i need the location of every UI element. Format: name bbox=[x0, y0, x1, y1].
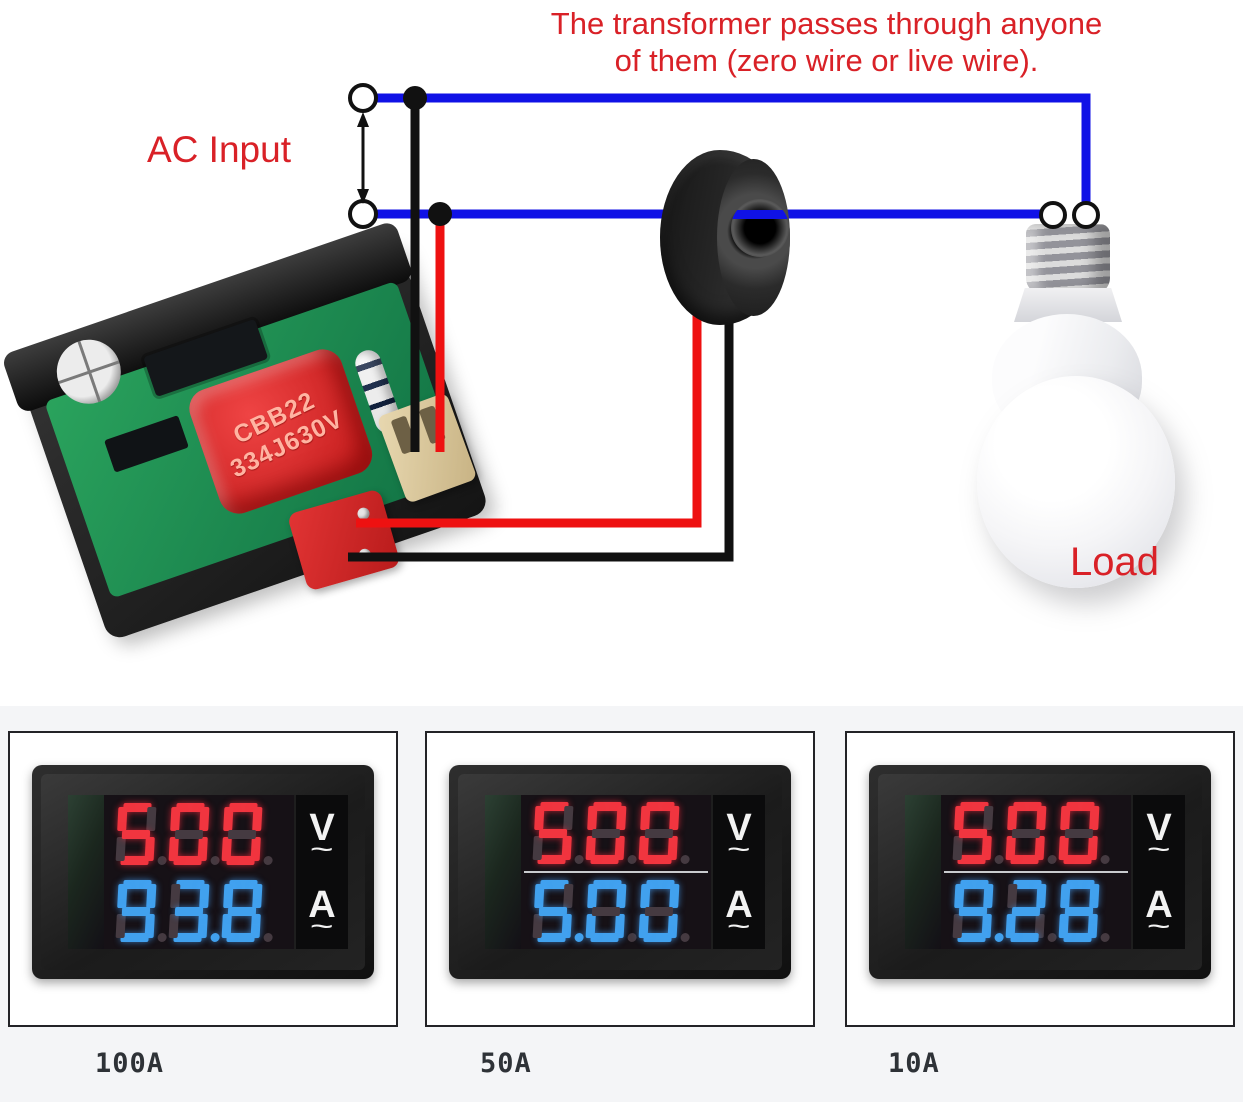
meter-display: V ~ A ~ bbox=[485, 795, 765, 949]
seven-segment-digit bbox=[1058, 880, 1110, 942]
diagram-title-line1: The transformer passes through anyone bbox=[550, 6, 1103, 41]
bulb-globe bbox=[977, 376, 1175, 588]
seven-segment-digit bbox=[1058, 802, 1110, 864]
seven-segment-digit bbox=[638, 880, 690, 942]
volt-unit: V ~ bbox=[713, 795, 765, 872]
meter-display: V ~ A ~ bbox=[905, 795, 1185, 949]
meter-caption-100a: 100A bbox=[95, 1048, 165, 1079]
display-digits-area bbox=[521, 795, 711, 949]
seven-segment-digit bbox=[168, 879, 220, 942]
meter-card-50a: V ~ A ~ bbox=[425, 731, 815, 1027]
junction-dot-bottom bbox=[428, 202, 452, 226]
diagram-title-line2: of them (zero wire or live wire). bbox=[614, 43, 1039, 78]
current-transformer-hole bbox=[731, 199, 789, 257]
ac-tilde-icon: ~ bbox=[727, 909, 751, 943]
ac-tilde-icon: ~ bbox=[1147, 832, 1171, 866]
seven-segment-digit bbox=[1005, 880, 1057, 942]
display-units: V ~ A ~ bbox=[1131, 795, 1185, 949]
current-reading bbox=[941, 873, 1131, 949]
load-label: Load bbox=[1070, 540, 1159, 584]
volt-unit: V ~ bbox=[296, 795, 348, 872]
seven-segment-digit bbox=[532, 802, 584, 864]
meter-bezel: V ~ A ~ bbox=[869, 765, 1211, 979]
seven-segment-digit bbox=[221, 879, 273, 942]
bulb-terminal-right bbox=[1072, 201, 1100, 229]
ct-secondary-red-wire bbox=[356, 298, 702, 528]
amp-unit-label: A bbox=[725, 883, 753, 926]
display-digits-area bbox=[104, 795, 294, 949]
ct-secondary-black-wire bbox=[348, 298, 734, 562]
wire-through-hole bbox=[731, 210, 789, 219]
display-units: V ~ A ~ bbox=[711, 795, 765, 949]
wiring-layer bbox=[348, 86, 1091, 562]
current-reading bbox=[104, 872, 294, 949]
seven-segment-digit bbox=[585, 802, 637, 864]
display-glare bbox=[905, 795, 941, 949]
meter-bezel: V ~ A ~ bbox=[32, 765, 374, 979]
ac-input-arrow bbox=[357, 112, 369, 204]
voltage-reading bbox=[941, 795, 1131, 871]
voltage-reading bbox=[104, 795, 294, 872]
diagram-title: The transformer passes through anyone of… bbox=[410, 5, 1243, 79]
ac-tilde-icon: ~ bbox=[310, 909, 334, 943]
current-transformer bbox=[660, 150, 790, 325]
display-glare bbox=[485, 795, 521, 949]
amp-unit-label: A bbox=[1145, 883, 1173, 926]
display-divider bbox=[944, 871, 1128, 873]
display-units: V ~ A ~ bbox=[294, 795, 348, 949]
blue-wire-live bbox=[375, 93, 1091, 206]
bulb-terminal-left bbox=[1039, 201, 1067, 229]
meter-caption-10a: 10A bbox=[888, 1048, 940, 1079]
display-glare bbox=[68, 795, 104, 949]
volt-unit: V ~ bbox=[1133, 795, 1185, 872]
seven-segment-digit bbox=[952, 802, 1004, 864]
volt-unit-label: V bbox=[309, 806, 335, 849]
ac-input-label: AC Input bbox=[147, 129, 291, 170]
display-digits-area bbox=[941, 795, 1131, 949]
meter-display: V ~ A ~ bbox=[68, 795, 348, 949]
ac-tilde-icon: ~ bbox=[1147, 909, 1171, 943]
display-divider bbox=[524, 871, 708, 873]
meter-card-100a: V ~ A ~ bbox=[8, 731, 398, 1027]
bulb-screw-base bbox=[1026, 224, 1110, 294]
voltage-reading bbox=[521, 795, 711, 871]
junction-dot-top bbox=[403, 86, 427, 110]
meter-card-10a: V ~ A ~ bbox=[845, 731, 1235, 1027]
ac-tilde-icon: ~ bbox=[310, 832, 334, 866]
ac-tilde-icon: ~ bbox=[727, 832, 751, 866]
seven-segment-digit bbox=[532, 880, 584, 942]
seven-segment-digit bbox=[585, 880, 637, 942]
seven-segment-digit bbox=[952, 880, 1004, 942]
amp-unit: A ~ bbox=[296, 872, 348, 949]
seven-segment-digit bbox=[1005, 802, 1057, 864]
meter-caption-50a: 50A bbox=[480, 1048, 532, 1079]
seven-segment-digit bbox=[115, 802, 167, 865]
seven-segment-digit bbox=[221, 802, 273, 865]
amp-unit: A ~ bbox=[1133, 872, 1185, 949]
volt-unit-label: V bbox=[726, 806, 752, 849]
seven-segment-digit bbox=[115, 879, 167, 942]
seven-segment-digit bbox=[168, 802, 220, 865]
current-reading bbox=[521, 873, 711, 949]
amp-unit-label: A bbox=[308, 883, 336, 926]
seven-segment-digit bbox=[638, 802, 690, 864]
amp-unit: A ~ bbox=[713, 872, 765, 949]
ac-terminal-top bbox=[348, 83, 378, 113]
volt-unit-label: V bbox=[1146, 806, 1172, 849]
meter-bezel: V ~ A ~ bbox=[449, 765, 791, 979]
